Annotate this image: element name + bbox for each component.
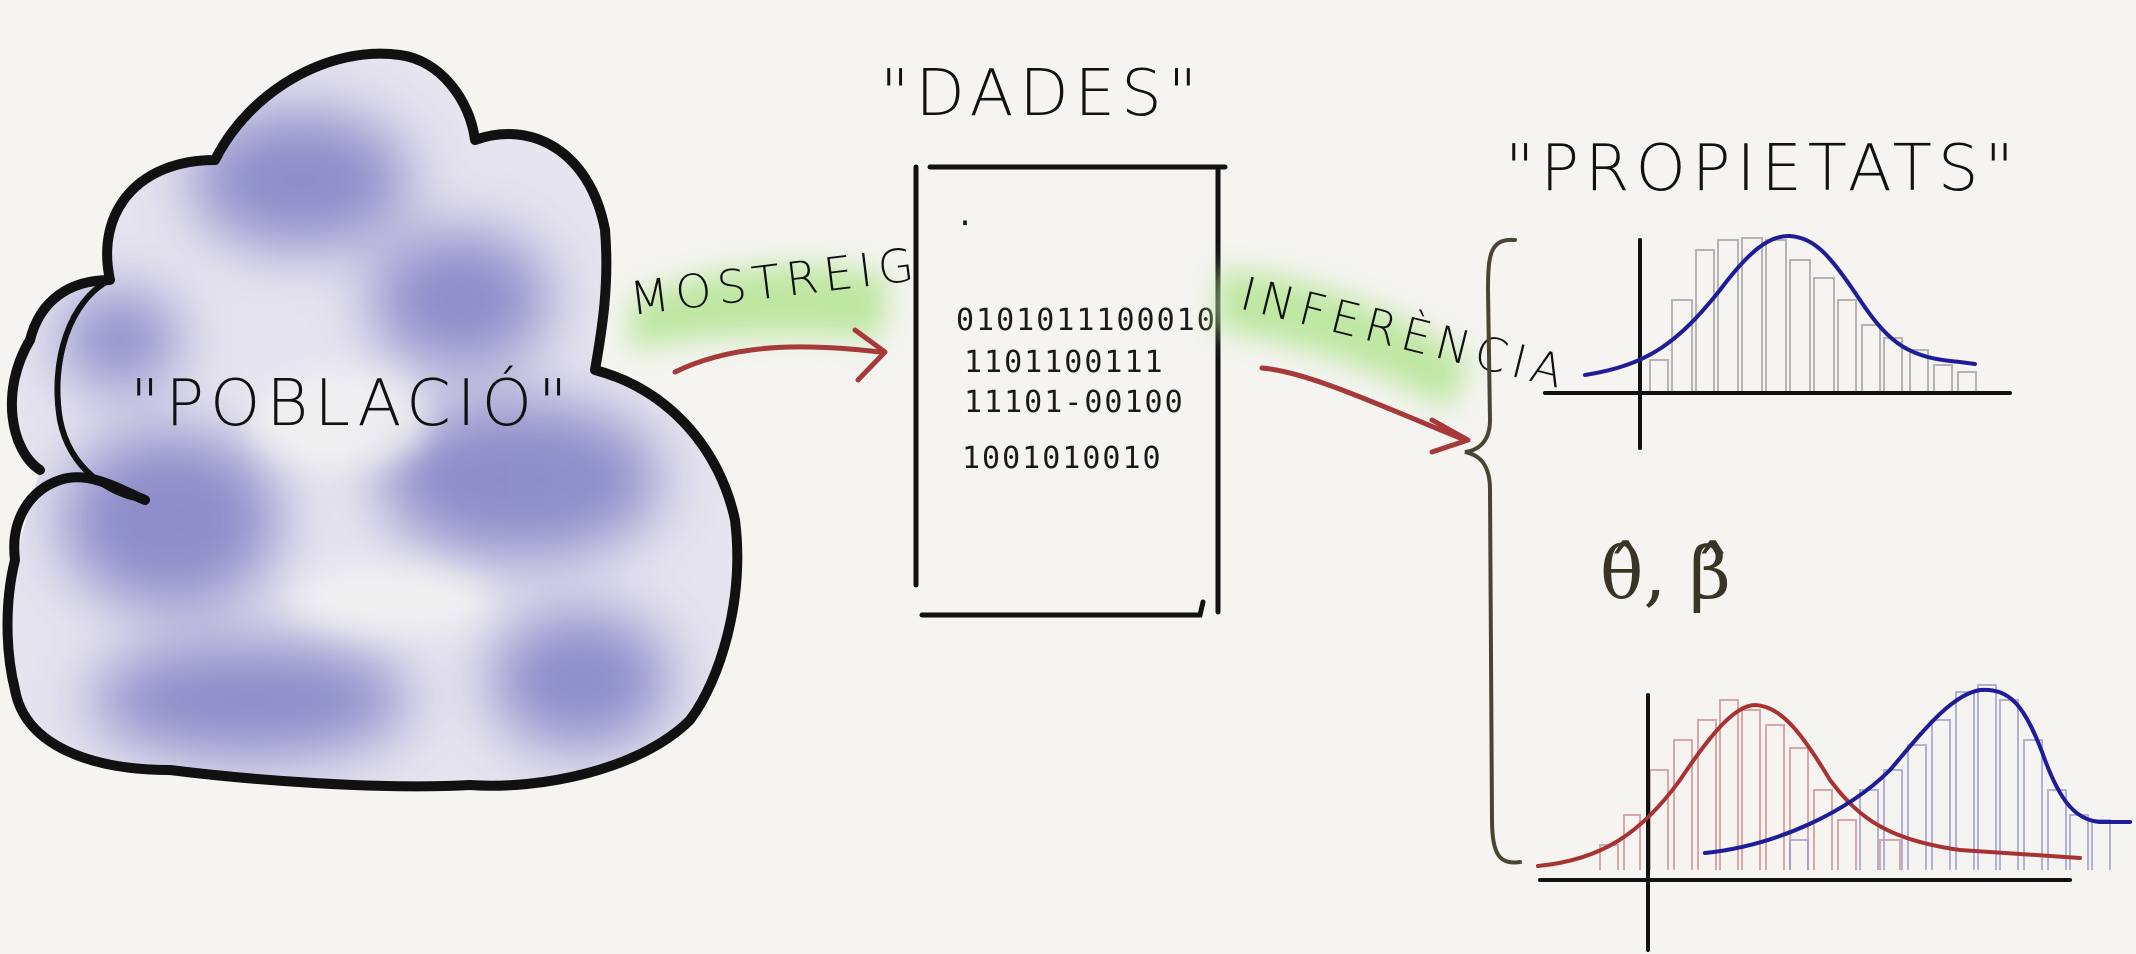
arrow-head-icon xyxy=(1429,417,1471,455)
arrow-head-icon xyxy=(852,327,888,383)
data-sheet: "DADES" . 0101011100010 1101100111 11101… xyxy=(880,57,1228,618)
sampling-arrow: MOSTREIG xyxy=(627,237,923,383)
distribution-chart-bottom xyxy=(1536,684,2132,952)
properties-panel: "PROPIETATS" θ̂, xyxy=(1464,132,2132,952)
properties-label: "PROPIETATS" xyxy=(1505,132,2020,206)
estimators-label: θ̂, β̂ xyxy=(1600,531,1731,615)
data-lines: . 0101011100010 1101100111 11101-00100 1… xyxy=(956,198,1217,476)
data-label: "DADES" xyxy=(880,57,1203,131)
data-line: 0101011100010 xyxy=(956,303,1217,338)
data-line: 1101100111 xyxy=(964,345,1165,380)
data-line: . xyxy=(956,198,976,233)
population-label: "POBLACIÓ" xyxy=(130,365,573,441)
data-line: 1001010010 xyxy=(962,441,1163,476)
curly-brace xyxy=(1464,237,1522,865)
data-line: 11101-00100 xyxy=(964,385,1185,420)
sampling-highlight xyxy=(630,264,890,350)
inference-arrow: INFERÈNCIA xyxy=(1215,266,1575,455)
population-cloud: "POBLACIÓ" xyxy=(2,48,743,792)
distribution-chart-top xyxy=(1543,233,2012,450)
cloud-outline xyxy=(2,48,743,792)
inference-highlight xyxy=(1215,270,1470,410)
